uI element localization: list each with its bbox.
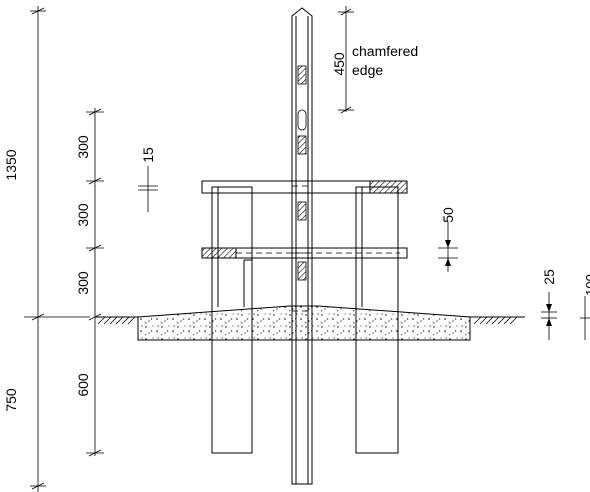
concrete-footing [137, 305, 471, 341]
chamfered-edge-label-line2: edge [352, 62, 383, 78]
dim-label-1350: 1350 [3, 149, 19, 180]
dim-label-100: 100 [583, 274, 590, 296]
dim-label-25: 25 [541, 269, 557, 285]
dim-label-600: 600 [75, 373, 91, 397]
dimension-partial-100: 100 [580, 274, 590, 340]
dimension-rail-50: 50 [438, 207, 458, 272]
dim-label-300-top: 300 [75, 135, 91, 159]
chamfered-edge-label-line1: chamfered [352, 43, 418, 59]
upper-rail [201, 180, 408, 194]
dimension-rail-spacing: 300 300 300 600 [75, 108, 104, 457]
dim-label-300-mid: 300 [75, 203, 91, 227]
central-post [291, 7, 313, 485]
dimension-gap-15: 15 [138, 147, 158, 212]
lower-rail [201, 247, 408, 259]
dim-label-15: 15 [140, 147, 156, 163]
ground-line [95, 316, 525, 325]
dim-label-450: 450 [331, 52, 347, 76]
dimension-top-450: 450 chamfered edge [331, 6, 418, 114]
dim-label-750: 750 [3, 388, 19, 412]
dimension-ground-25: 25 [541, 269, 557, 340]
dimension-left-total: 1350 750 [3, 6, 90, 492]
dim-label-300-low: 300 [75, 271, 91, 295]
dim-label-50: 50 [440, 207, 456, 223]
